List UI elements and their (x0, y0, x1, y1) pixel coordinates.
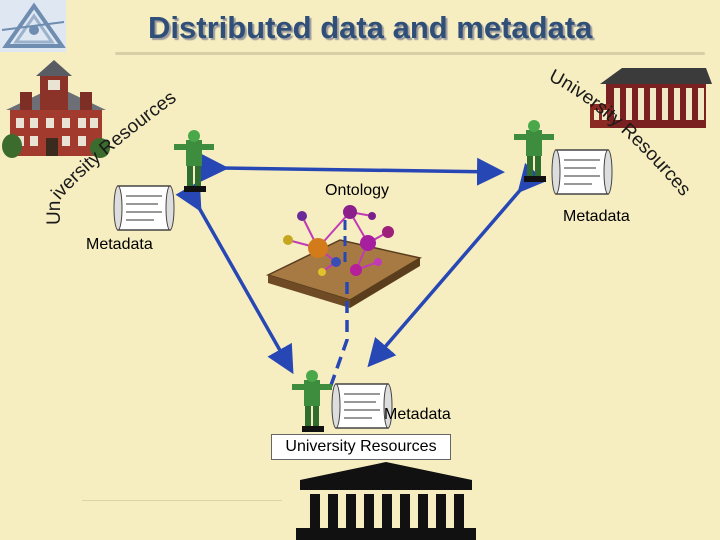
triangle-logo-icon (0, 0, 66, 52)
metadata-label-bottom: Metadata (384, 406, 451, 423)
university-resources-box: University Resources (271, 434, 451, 460)
scroll-document-icon (113, 149, 613, 429)
victorian-building-icon (2, 60, 110, 158)
distribution-arrows (175, 153, 547, 389)
ontology-label: Ontology (325, 182, 390, 199)
slide-title: Distributed data and metadata (148, 10, 593, 45)
metadata-label-right: Metadata (563, 208, 630, 225)
robot-agent-icon (174, 120, 554, 432)
bottom-divider (82, 500, 282, 501)
metadata-label-left: Metadata (86, 236, 153, 253)
title-underline (115, 52, 705, 55)
greek-temple-icon (296, 462, 476, 540)
red-brick-building-icon (590, 68, 712, 128)
